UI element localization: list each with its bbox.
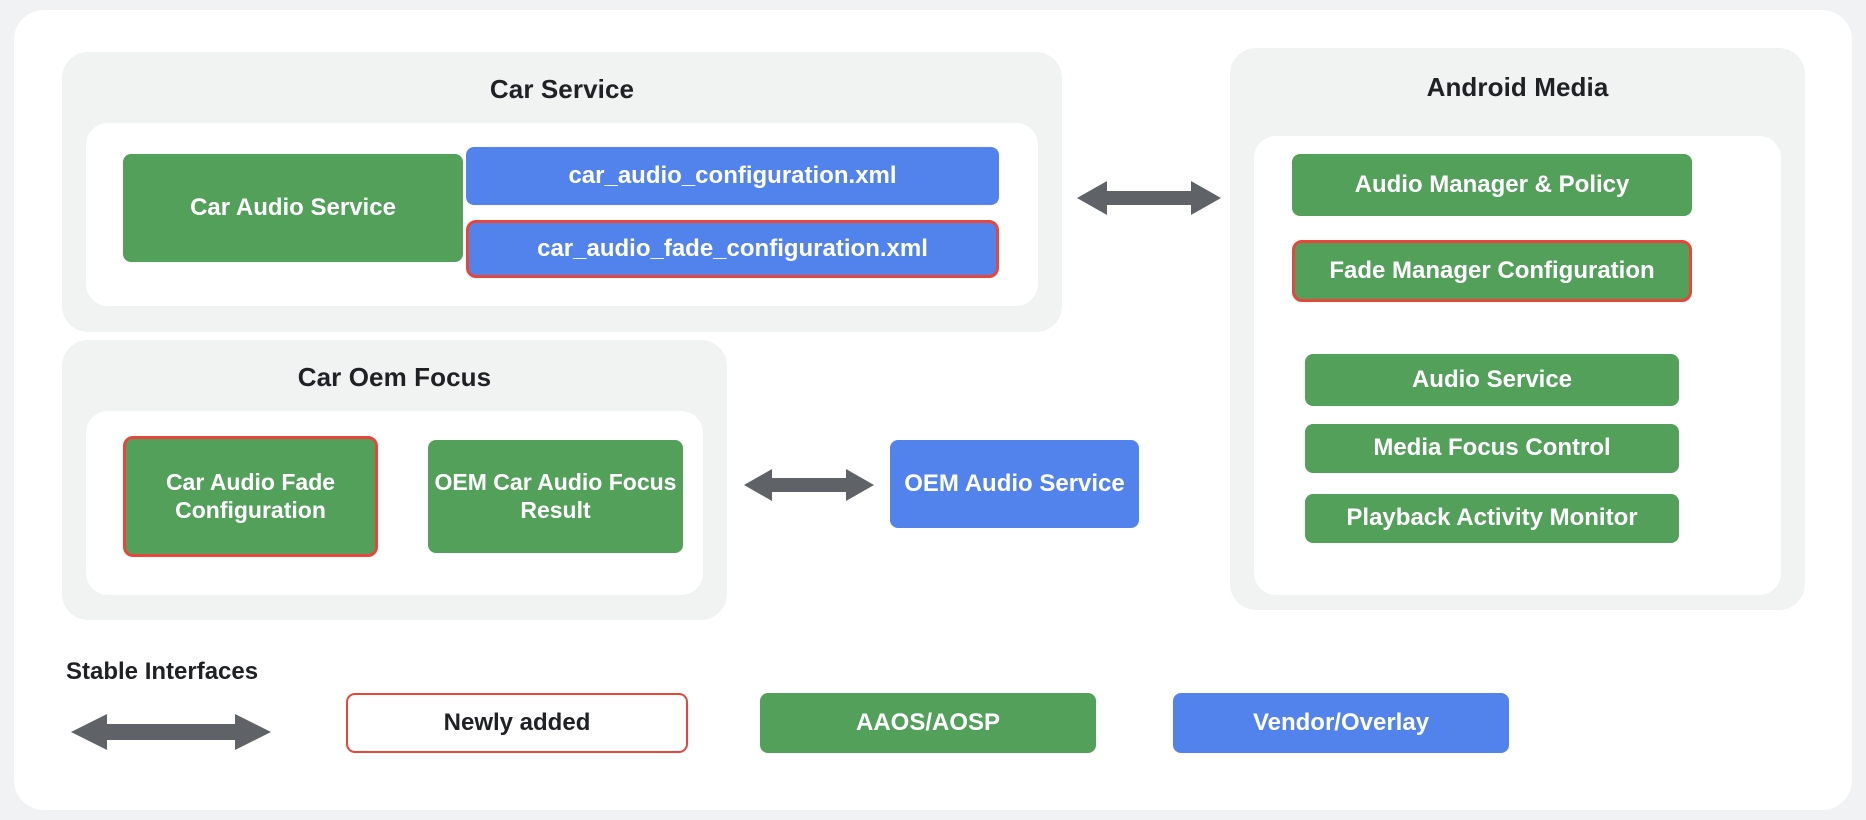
legend-label-aaos-aosp: AAOS/AOSP xyxy=(855,709,1001,736)
node-fade-manager-configuration[interactable]: Fade Manager Configuration xyxy=(1292,240,1692,302)
node-audio-service[interactable]: Audio Service xyxy=(1305,354,1679,406)
node-label-fade-manager-configuration: Fade Manager Configuration xyxy=(1329,256,1655,284)
node-car-audio-fade-configuration-xml[interactable]: car_audio_fade_configuration.xml xyxy=(466,220,999,278)
node-oem-car-audio-focus-result[interactable]: OEM Car Audio Focus Result xyxy=(428,440,683,553)
group-panel-car-oem-focus: Car Oem Focus Car Audio Fade Configurati… xyxy=(62,340,727,620)
node-media-focus-control[interactable]: Media Focus Control xyxy=(1305,424,1679,473)
node-oem-audio-service[interactable]: OEM Audio Service xyxy=(890,440,1139,528)
node-label-car-audio-configuration-xml: car_audio_configuration.xml xyxy=(568,161,897,189)
node-label-oem-car-audio-focus-result: OEM Car Audio Focus Result xyxy=(434,469,677,523)
node-label-audio-manager-and-policy: Audio Manager & Policy xyxy=(1354,170,1630,198)
node-car-audio-fade-configuration[interactable]: Car Audio Fade Configuration xyxy=(123,436,378,557)
legend-item-vendor-overlay[interactable]: Vendor/Overlay xyxy=(1173,693,1509,753)
legend-label-vendor-overlay: Vendor/Overlay xyxy=(1252,709,1430,736)
group-title-car-service: Car Service xyxy=(489,74,635,104)
legend-stable-interfaces-label: Stable Interfaces xyxy=(66,658,259,685)
legend-item-newly-added[interactable]: Newly added xyxy=(346,693,688,753)
node-audio-manager-and-policy[interactable]: Audio Manager & Policy xyxy=(1292,154,1692,216)
node-playback-activity-monitor[interactable]: Playback Activity Monitor xyxy=(1305,494,1679,543)
node-label-playback-activity-monitor: Playback Activity Monitor xyxy=(1346,504,1638,532)
node-label-car-audio-service: Car Audio Service xyxy=(190,193,396,221)
double-arrow-icon-car-oem-focus-to-oem-audio-service xyxy=(744,466,874,504)
node-label-car-audio-fade-configuration: Car Audio Fade Configuration xyxy=(165,469,336,523)
legend-label-newly-added: Newly added xyxy=(443,709,591,736)
group-panel-android-media: Android Media Audio Manager & Policy Fad… xyxy=(1230,48,1805,610)
double-arrow-icon-legend xyxy=(71,710,271,754)
double-arrow-icon-car-service-to-android-media xyxy=(1077,178,1221,218)
group-panel-car-service: Car Service Car Audio Service car_audio_… xyxy=(62,52,1062,332)
node-car-audio-configuration-xml[interactable]: car_audio_configuration.xml xyxy=(466,147,999,205)
node-label-oem-audio-service: OEM Audio Service xyxy=(904,469,1125,497)
node-label-car-audio-fade-configuration-xml: car_audio_fade_configuration.xml xyxy=(537,234,928,262)
node-label-media-focus-control: Media Focus Control xyxy=(1373,434,1611,462)
legend-item-aaos-aosp[interactable]: AAOS/AOSP xyxy=(760,693,1096,753)
diagram-canvas: Car Service Car Audio Service car_audio_… xyxy=(14,10,1852,810)
group-title-android-media: Android Media xyxy=(1426,72,1609,102)
node-car-audio-service[interactable]: Car Audio Service xyxy=(123,154,463,262)
group-title-car-oem-focus: Car Oem Focus xyxy=(297,362,492,392)
node-label-audio-service: Audio Service xyxy=(1411,365,1573,393)
